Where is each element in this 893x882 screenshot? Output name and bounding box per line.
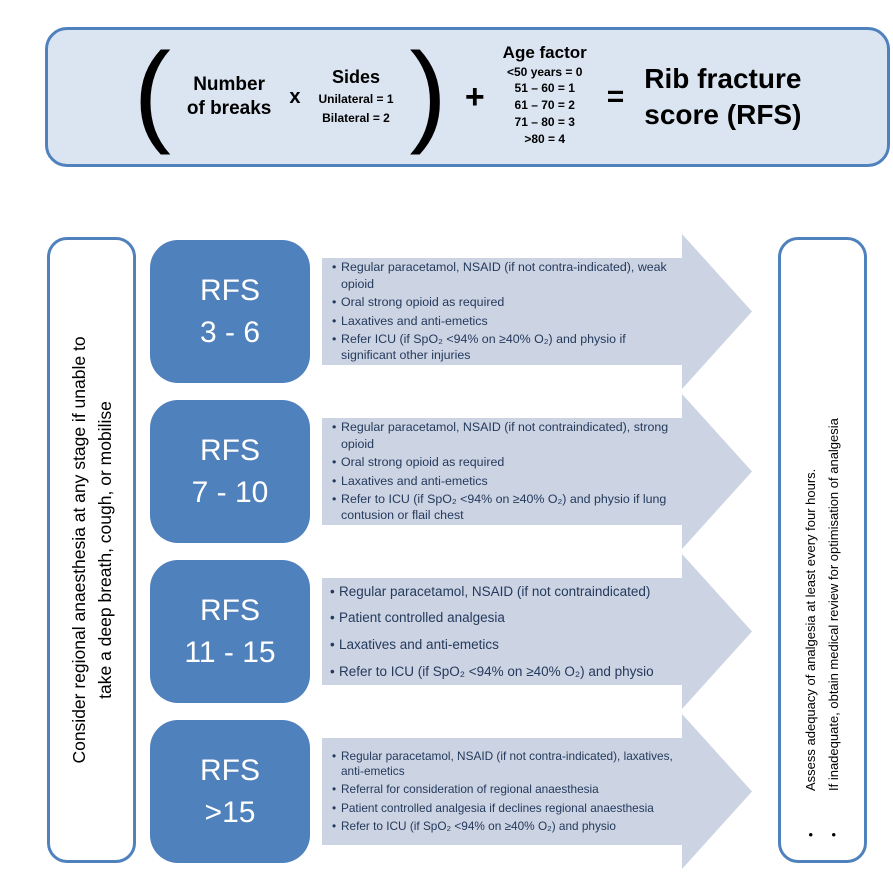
treatment-bullet: Patient controlled analgesia if declines… <box>330 801 678 817</box>
treatment-bullet: Regular paracetamol, NSAID (if not contr… <box>330 419 678 452</box>
age-option: 71 – 80 = 3 <box>514 114 575 129</box>
multiply-sign: x <box>289 85 301 108</box>
treatment-bullet: Laxatives and anti-emetics <box>330 473 678 490</box>
rfs-row-11-15: RFS 11 - 15 Regular paracetamol, NSAID (… <box>150 554 760 709</box>
treatment-arrow: Regular paracetamol, NSAID (if not contr… <box>322 394 752 549</box>
rfs-row-7-10: RFS 7 - 10 Regular paracetamol, NSAID (i… <box>150 394 760 549</box>
rfs-row-over-15: RFS >15 Regular paracetamol, NSAID (if n… <box>150 714 760 869</box>
rfs-row-3-6: RFS 3 - 6 Regular paracetamol, NSAID (if… <box>150 234 760 389</box>
bullet-dot: • <box>802 832 818 837</box>
age-factor-group: Age factor <50 years = 0 51 – 60 = 1 61 … <box>503 43 587 148</box>
rib-fracture-score-label: Rib fracture score (RFS) <box>644 62 802 130</box>
equals-sign: = <box>606 80 625 113</box>
analgesia-review-note-box: • Assess adequacy of analgesia at least … <box>778 237 867 863</box>
sides-title: Sides <box>331 66 380 87</box>
rfs-score-box: RFS 3 - 6 <box>150 240 310 383</box>
rfs-score-box: RFS 11 - 15 <box>150 560 310 703</box>
treatment-bullet: Regular paracetamol, NSAID (if not contr… <box>330 259 678 292</box>
treatment-bullet: Refer to ICU (if SpO₂ <94% on ≥40% O₂) a… <box>330 819 678 835</box>
treatment-bullet: Laxatives and anti-emetics <box>328 636 684 654</box>
regional-anaesthesia-note-box: Consider regional anaesthesia at any sta… <box>47 237 136 863</box>
treatment-arrow: Regular paracetamol, NSAID (if not contr… <box>322 234 752 389</box>
age-option: >80 = 4 <box>524 131 566 146</box>
analgesia-note-line: • If inadequate, obtain medical review f… <box>823 277 846 837</box>
treatment-bullet: Regular paracetamol, NSAID (if not contr… <box>330 749 678 780</box>
plus-sign: + <box>464 77 485 116</box>
treatment-bullet: Oral strong opioid as required <box>330 294 678 311</box>
treatment-arrow: Regular paracetamol, NSAID (if not contr… <box>322 714 752 869</box>
close-parenthesis: ) <box>409 30 447 156</box>
rfs-score-box: RFS >15 <box>150 720 310 863</box>
rfs-score-box: RFS 7 - 10 <box>150 400 310 543</box>
sides-option-bilateral: Bilateral = 2 <box>322 110 390 125</box>
treatment-list: Regular paracetamol, NSAID (if not contr… <box>330 418 678 525</box>
open-parenthesis: ( <box>133 30 171 156</box>
age-factor-title: Age factor <box>502 42 587 62</box>
treatment-bullet: Refer to ICU (if SpO₂ <94% on ≥40% O₂) a… <box>328 663 684 681</box>
age-option: <50 years = 0 <box>507 64 583 79</box>
treatment-list: Regular paracetamol, NSAID (if not contr… <box>330 738 678 845</box>
treatment-bullet: Laxatives and anti-emetics <box>330 313 678 330</box>
treatment-list: Regular paracetamol, NSAID (if not contr… <box>328 578 684 685</box>
sides-group: Sides Unilateral = 1 Bilateral = 2 <box>318 67 393 127</box>
treatment-list: Regular paracetamol, NSAID (if not contr… <box>330 258 678 365</box>
bullet-dot: • <box>825 832 841 837</box>
rfs-formula-panel: ( Number of breaks x Sides Unilateral = … <box>45 27 890 167</box>
sides-option-unilateral: Unilateral = 1 <box>318 91 394 106</box>
analgesia-note-text: If inadequate, obtain medical review for… <box>825 418 841 791</box>
treatment-bullet: Referral for consideration of regional a… <box>330 782 678 798</box>
rfs-rows: RFS 3 - 6 Regular paracetamol, NSAID (if… <box>150 234 760 880</box>
regional-anaesthesia-note-text: Consider regional anaesthesia at any sta… <box>68 336 115 764</box>
treatment-bullet: Oral strong opioid as required <box>330 454 678 471</box>
analgesia-note-text: Assess adequacy of analgesia at least ev… <box>802 468 818 791</box>
age-option: 61 – 70 = 2 <box>514 98 575 113</box>
treatment-bullet: Refer ICU (if SpO₂ <94% on ≥40% O₂) and … <box>330 331 678 364</box>
treatment-bullet: Regular paracetamol, NSAID (if not contr… <box>328 583 684 601</box>
treatment-bullet: Refer to ICU (if SpO₂ <94% on ≥40% O₂) a… <box>330 491 678 524</box>
analgesia-note-line: • Assess adequacy of analgesia at least … <box>800 277 823 837</box>
treatment-arrow: Regular paracetamol, NSAID (if not contr… <box>322 554 752 709</box>
number-of-breaks-label: Number of breaks <box>186 74 272 119</box>
treatment-bullet: Patient controlled analgesia <box>328 609 684 627</box>
age-option: 51 – 60 = 1 <box>514 81 575 96</box>
